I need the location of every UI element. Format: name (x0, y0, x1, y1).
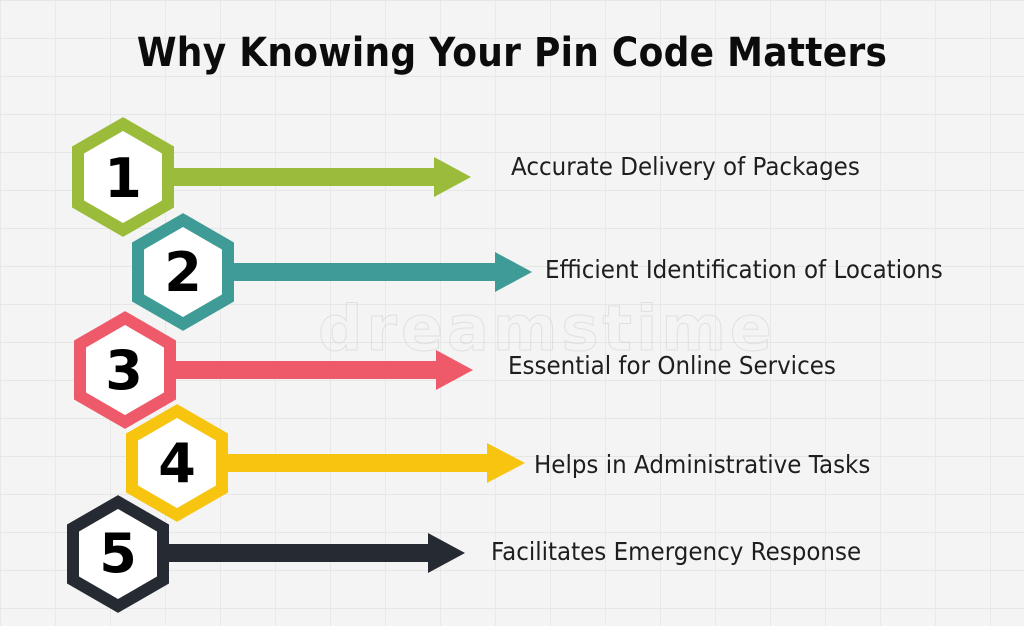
step-4: 4 (126, 404, 525, 522)
hexagon-2-icon (132, 213, 234, 331)
step-number-3: 3 (105, 339, 143, 402)
arrow-5 (158, 533, 465, 573)
step-5: 5 (67, 495, 465, 613)
step-2: 2 (132, 213, 532, 331)
step-label-1: Accurate Delivery of Packages (511, 152, 860, 181)
hexagon-3-icon (74, 311, 176, 429)
hexagon-1-icon (72, 117, 174, 237)
step-number-1: 1 (104, 147, 142, 210)
step-label-2: Efficient Identification of Locations (545, 255, 943, 284)
step-number-4: 4 (158, 432, 196, 495)
step-label-4: Helps in Administrative Tasks (534, 450, 871, 479)
arrow-3 (165, 350, 473, 390)
step-number-5: 5 (99, 522, 137, 585)
page-title: Why Knowing Your Pin Code Matters (136, 30, 888, 76)
arrow-4 (216, 443, 525, 483)
arrow-2 (222, 252, 532, 292)
step-label-5: Facilitates Emergency Response (491, 537, 862, 566)
arrow-1 (160, 157, 471, 197)
hexagon-5-icon (67, 495, 169, 613)
step-1: 1 (72, 117, 471, 237)
step-label-3: Essential for Online Services (508, 351, 836, 380)
step-number-2: 2 (164, 241, 202, 304)
hexagon-4-icon (126, 404, 228, 522)
step-3: 3 (74, 311, 473, 429)
